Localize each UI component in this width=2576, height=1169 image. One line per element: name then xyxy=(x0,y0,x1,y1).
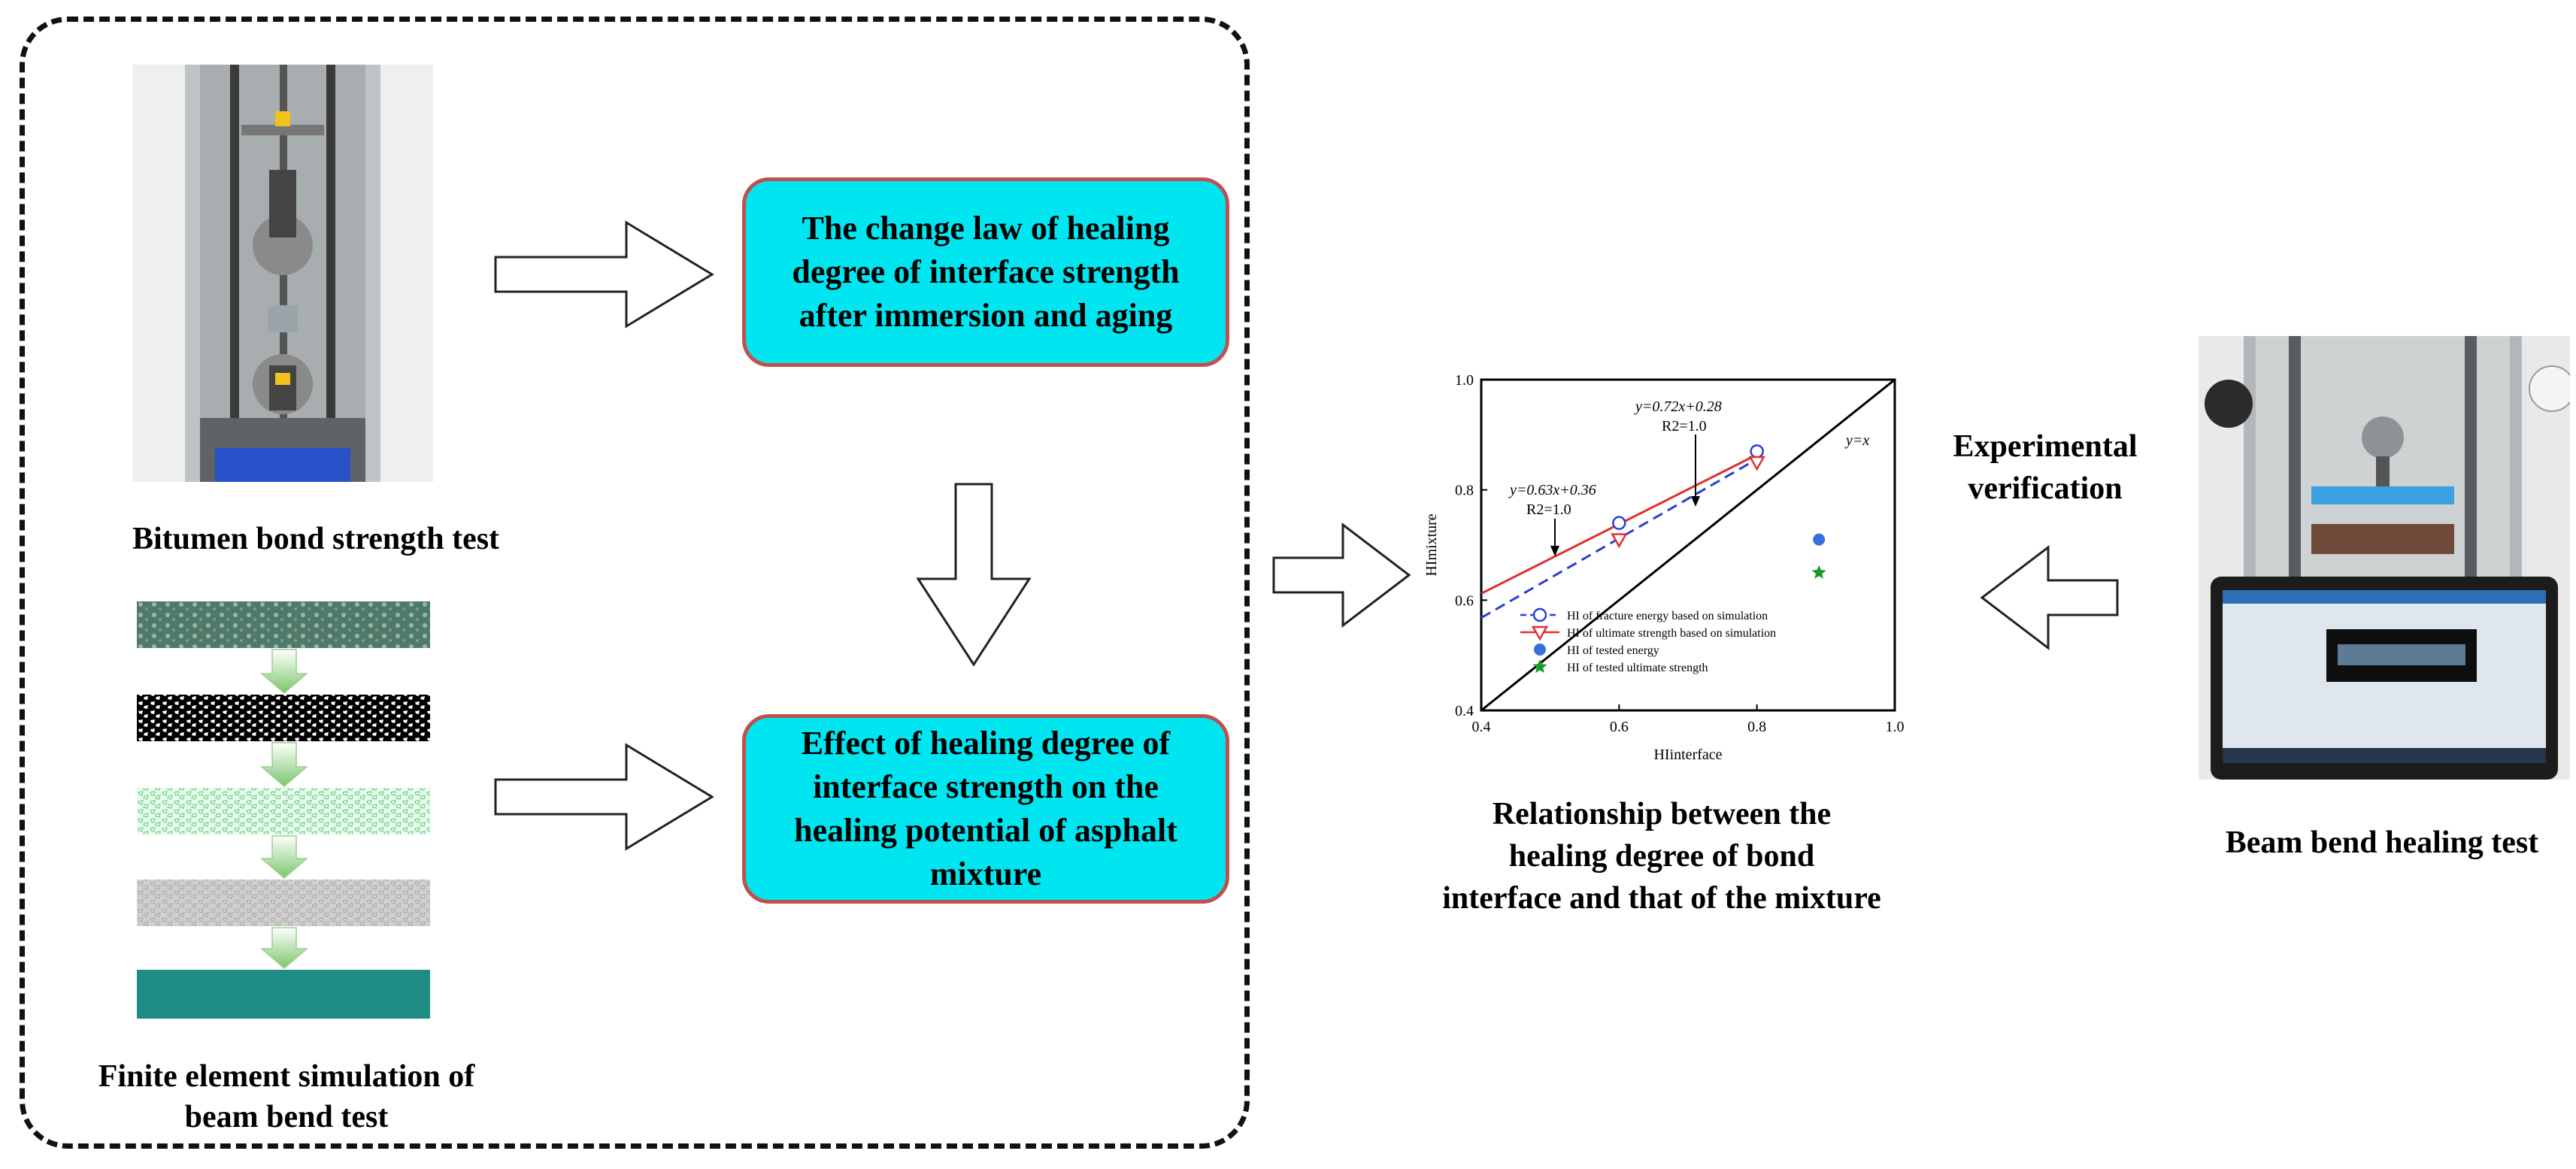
y-tick-label: 0.8 xyxy=(1455,483,1474,499)
x-tick-label: 0.4 xyxy=(1472,719,1491,735)
data-point xyxy=(1813,533,1826,546)
legend-marker xyxy=(1532,659,1547,674)
bond-test-caption: Bitumen bond strength test xyxy=(132,522,500,556)
ref-line-label: y=x xyxy=(1844,432,1869,449)
beam-bend-caption: Beam bend healing test xyxy=(2225,825,2539,860)
legend-label: HI of tested ultimate strength xyxy=(1567,662,1708,674)
r2-label-fracture: R2=1.0 xyxy=(1662,418,1707,435)
reference-line xyxy=(1480,378,1896,712)
y-tick-label: 1.0 xyxy=(1455,372,1474,389)
legend: HI of fracture energy based on simulatio… xyxy=(1520,607,1776,674)
arrow-right-icon xyxy=(494,743,714,851)
healing-potential-box: Effect of healing degree of interface st… xyxy=(742,714,1229,904)
legend-marker xyxy=(1532,607,1547,622)
arrow-down-icon xyxy=(916,483,1032,667)
fe-simulation-stack xyxy=(137,601,430,1019)
annotation-pointer-head xyxy=(1691,496,1700,507)
beam-bend-photo xyxy=(2199,336,2570,780)
arrow-right-icon xyxy=(1272,522,1411,628)
arrow-left-icon xyxy=(1980,544,2119,651)
annotation-pointer-head xyxy=(1550,546,1559,556)
arrow-right-icon xyxy=(494,220,714,329)
y-axis-label: HImixture xyxy=(1423,513,1440,576)
x-tick-label: 0.6 xyxy=(1610,719,1629,735)
data-point xyxy=(1811,565,1826,579)
hi-relationship-chart: 0.4 0.6 0.8 1.0 0.4 0.6 0.8 1.0 HImixture HIint… xyxy=(1414,353,1910,774)
data-point xyxy=(1611,533,1628,549)
data-point xyxy=(1750,444,1764,459)
eq-label-fracture: y=0.72x+0.28 xyxy=(1634,398,1722,415)
legend-marker xyxy=(1534,644,1546,656)
x-axis-label: HIinterface xyxy=(1653,747,1722,763)
bond-test-photo xyxy=(132,65,433,482)
y-tick-label: 0.4 xyxy=(1455,703,1474,719)
legend-label: HI of ultimate strength based on simulat… xyxy=(1567,627,1776,640)
data-point xyxy=(1748,456,1765,471)
fe-simulation-caption: Finite element simulation of beam bend t… xyxy=(98,1059,475,1134)
eq-label-strength: y=0.63x+0.36 xyxy=(1508,482,1596,498)
left-group-frame xyxy=(20,17,1250,1149)
legend-label: HI of fracture energy based on simulatio… xyxy=(1567,610,1768,622)
relationship-caption: Relationship between the healing degree … xyxy=(1442,797,1881,916)
x-tick-label: 1.0 xyxy=(1886,719,1905,735)
healing-law-box: The change law of healing degree of inte… xyxy=(742,177,1229,367)
verification-label: Experimental verification xyxy=(1953,429,2138,506)
legend-marker xyxy=(1531,625,1549,641)
data-point xyxy=(1612,516,1626,530)
legend-label: HI of tested energy xyxy=(1567,644,1659,657)
r2-label-strength: R2=1.0 xyxy=(1526,501,1571,518)
y-tick-label: 0.6 xyxy=(1455,592,1474,609)
x-tick-label: 0.8 xyxy=(1747,719,1766,735)
